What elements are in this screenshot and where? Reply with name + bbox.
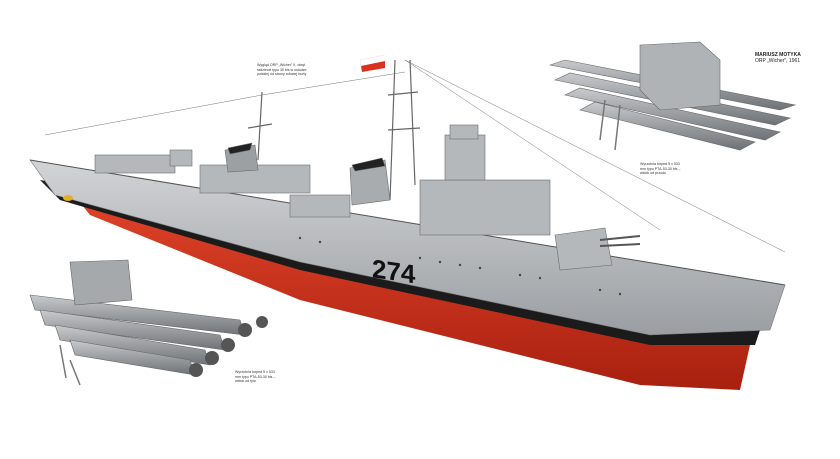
torpedo-tube-front-view [548, 41, 797, 151]
caption-torpedo-rear: Wyrzutnia torped 5 x 533 mm typu PTA-53-… [235, 370, 276, 384]
masts [247, 59, 421, 201]
author-name: MARIUSZ MOTYKA [755, 52, 801, 58]
caption-mast: Wygląd ORP „Wicher" II, okręt radziecki … [257, 63, 307, 77]
rigging [44, 59, 786, 253]
superstructure [94, 124, 613, 271]
ship-name-year: ORP „Wicher", 1961 [755, 58, 801, 64]
hull-number: 274 [372, 253, 416, 289]
torpedo-tube-rear-view [29, 259, 268, 386]
caption-torpedo-front: Wyrzutnia torped 5 x 533 mm typu PTA-53-… [640, 162, 681, 176]
author-credit: MARIUSZ MOTYKA ORP „Wicher", 1961 [755, 52, 801, 64]
